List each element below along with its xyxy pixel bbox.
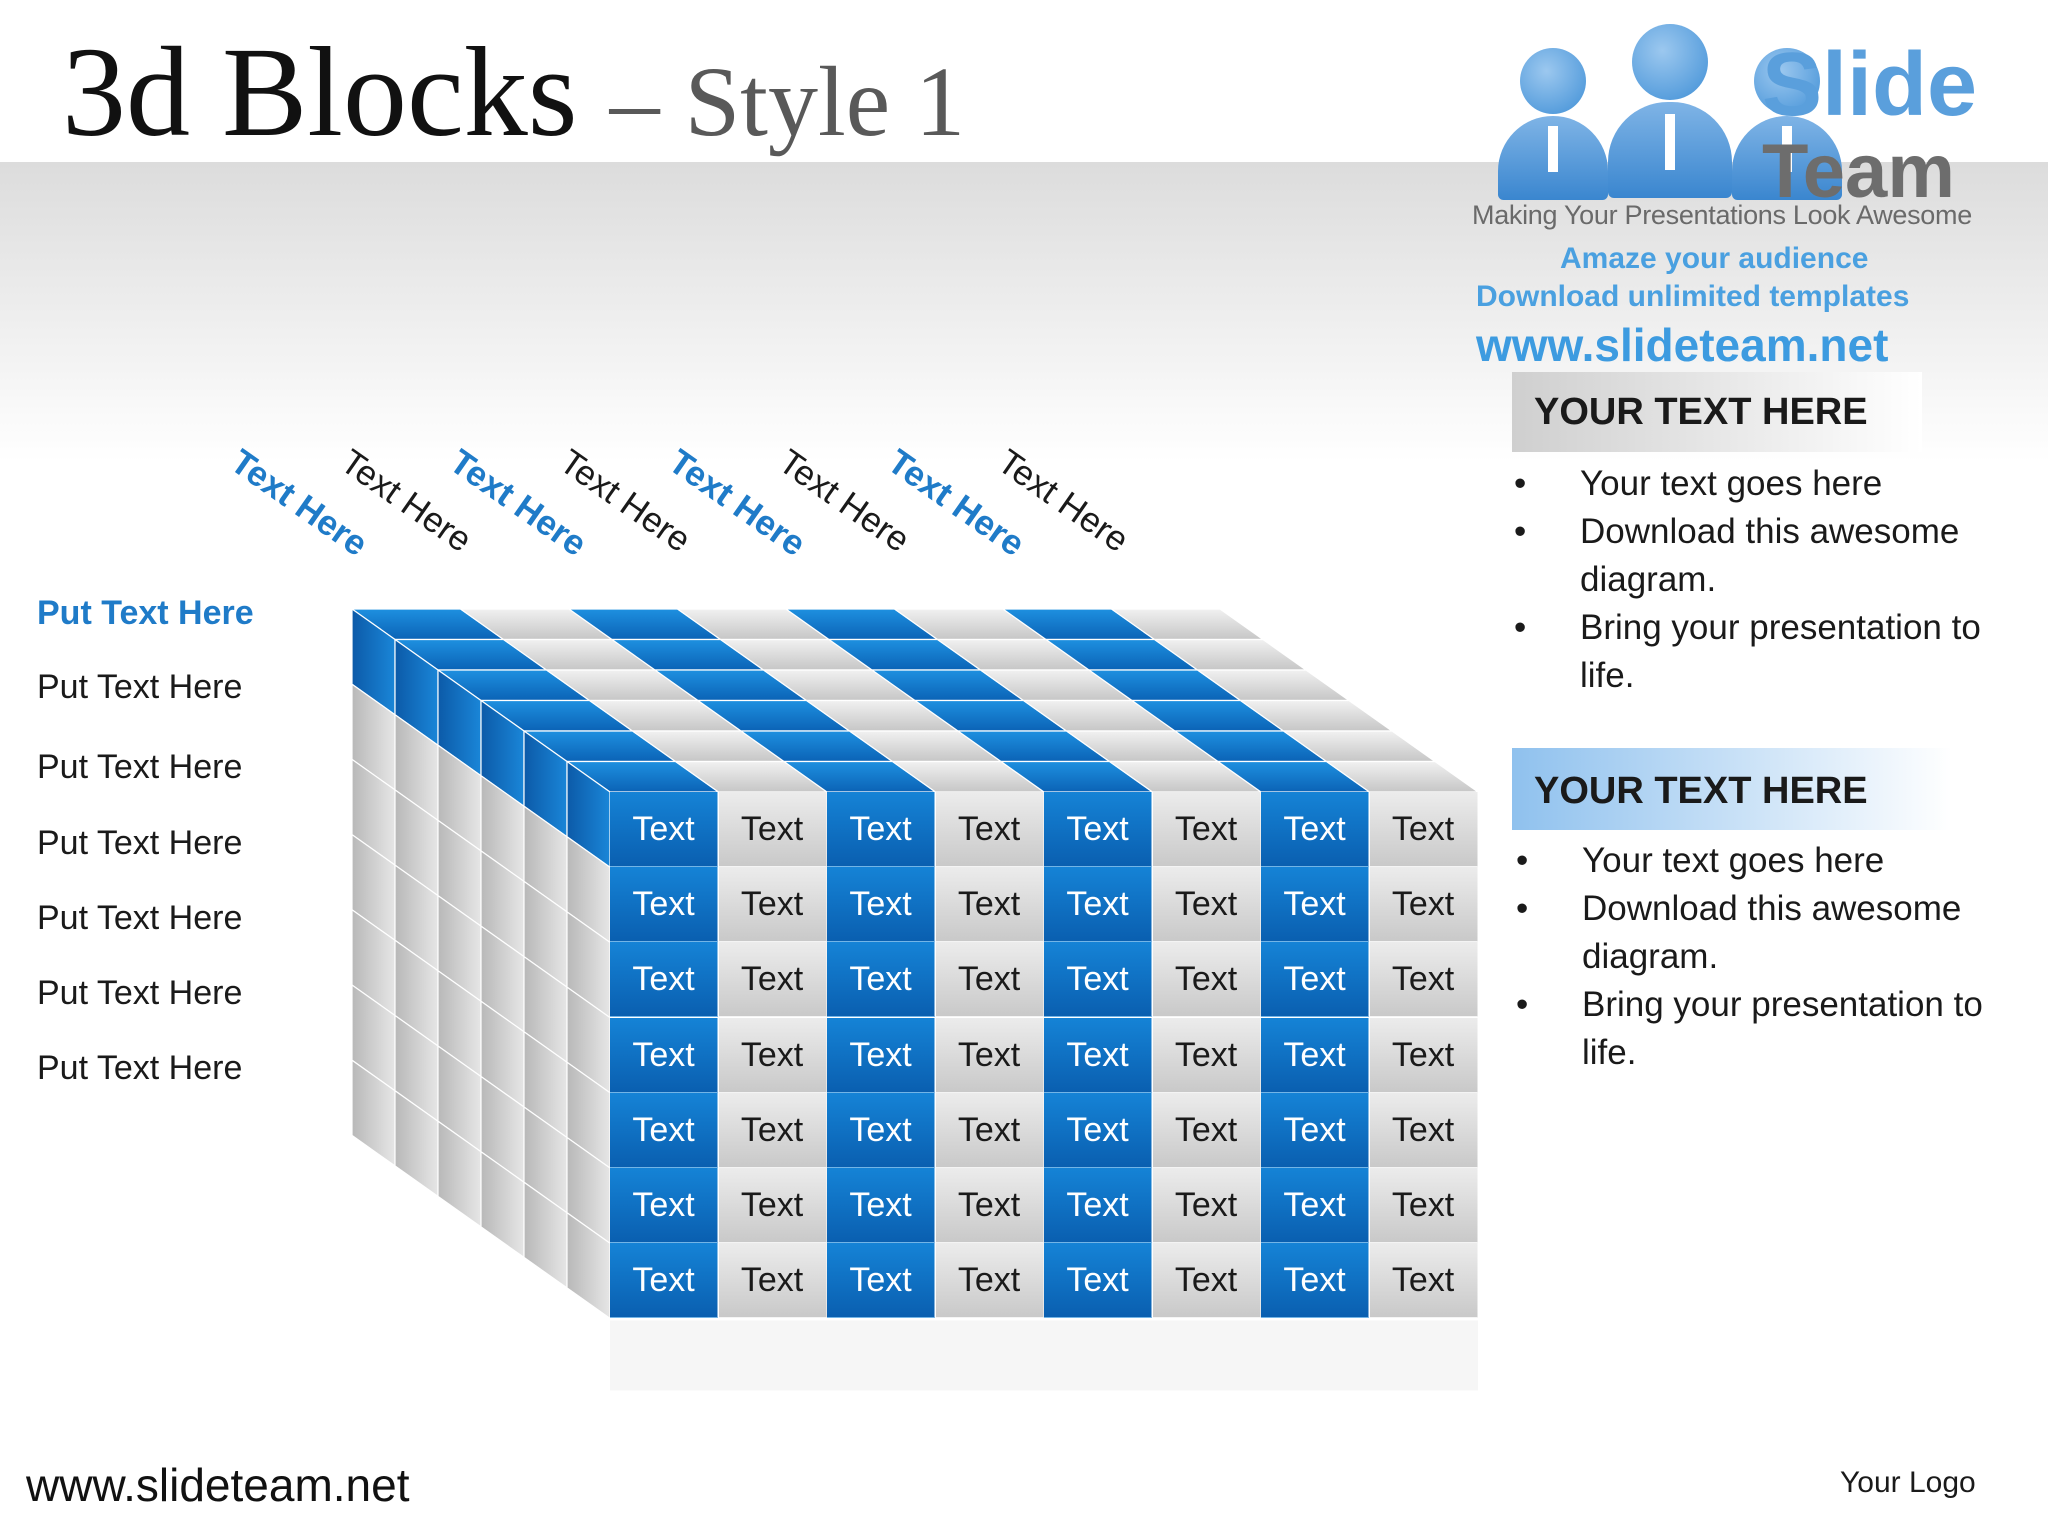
block-cell: Text [610, 1168, 718, 1243]
block-cell: Text [1044, 1243, 1152, 1319]
logo-tagline: Making Your Presentations Look Awesome [1472, 200, 1972, 230]
block-cell: Text [610, 1243, 718, 1319]
row-label: Put Text Here [37, 668, 243, 706]
panel-1-header: YOUR TEXT HERE [1512, 372, 1922, 452]
block-cell: Text [1152, 1092, 1261, 1168]
bullet-item: Your text goes here [1512, 837, 2032, 885]
block-cell: Text [1261, 867, 1369, 943]
bullet-item: Bring your presentation to life. [1512, 981, 2032, 1077]
block-cell: Text [1152, 942, 1261, 1018]
promo-url[interactable]: www.slideteam.net [1476, 319, 1889, 371]
block-cell: Text [827, 1092, 935, 1168]
block-cell: Text [610, 867, 718, 943]
block-cell: Text [718, 942, 827, 1018]
bullet-item: Download this awesome diagram. [1510, 508, 2030, 604]
block-cell: Text [718, 792, 827, 867]
your-logo-placeholder: Your Logo [1840, 1466, 1976, 1499]
title-main: 3d Blocks [62, 21, 578, 163]
block-cell: Text [1369, 1017, 1478, 1093]
block-cell: Text [1261, 1017, 1369, 1093]
row-label: Put Text Here [37, 748, 243, 786]
block-cell: Text [610, 942, 718, 1018]
logo-brand-team: Team [1762, 129, 1955, 214]
bullet-item: Download this awesome diagram. [1512, 885, 2032, 981]
block-cell: Text [1152, 1243, 1261, 1319]
block-cell: Text [1044, 942, 1152, 1018]
block-cell: Text [827, 867, 935, 943]
block-cell: Text [1369, 942, 1478, 1018]
logo-brand-slide: Slide [1762, 35, 1978, 135]
row-label: Put Text Here [37, 1049, 243, 1087]
block-cell: Text [718, 867, 827, 943]
block-cell: Text [1261, 942, 1369, 1018]
block-cell: Text [1369, 1168, 1478, 1243]
block-cell: Text [935, 1243, 1044, 1319]
block-cell: Text [827, 942, 935, 1018]
bullet-item: Your text goes here [1510, 460, 2030, 508]
row-label: Put Text Here [37, 974, 243, 1012]
block-cell: Text [827, 1243, 935, 1319]
reflection [610, 1320, 1478, 1391]
title-sub: – Style 1 [609, 46, 966, 157]
block-cell: Text [1044, 1168, 1152, 1243]
slideteam-logo: Slide Team Making Your Presentations Loo… [1470, 18, 2030, 371]
block-cell: Text [610, 792, 718, 867]
block-cell: Text [1369, 1092, 1478, 1168]
row-label: Put Text Here [37, 824, 243, 862]
block-cell: Text [935, 942, 1044, 1018]
block-cell: Text [1261, 1243, 1369, 1319]
block-cell: Text [1261, 1168, 1369, 1243]
block-cell: Text [718, 1092, 827, 1168]
footer-url[interactable]: www.slideteam.net [26, 1459, 410, 1511]
block-cell: Text [1044, 1017, 1152, 1093]
block-cell: Text [1369, 867, 1478, 943]
block-cell: Text [1044, 792, 1152, 867]
block-cell: Text [935, 1017, 1044, 1093]
person-icon [1732, 48, 1842, 200]
panel-2-header: YOUR TEXT HERE [1512, 748, 1952, 830]
block-cell: Text [1261, 792, 1369, 867]
panel-2-bullets: Your text goes here Download this awesom… [1512, 837, 2032, 1077]
block-cell: Text [1152, 792, 1261, 867]
bullet-item: Bring your presentation to life. [1510, 604, 2030, 700]
block-cell: Text [610, 1017, 718, 1093]
block-cell: Text [718, 1243, 827, 1319]
block-cell: Text [827, 792, 935, 867]
row-label: Put Text Here [37, 594, 254, 632]
block-cell: Text [1152, 1168, 1261, 1243]
block-cell: Text [827, 1017, 935, 1093]
panel-1-bullets: Your text goes here Download this awesom… [1510, 460, 2030, 700]
block-cell: Text [1044, 867, 1152, 943]
block-cell: Text [1152, 1017, 1261, 1093]
promo-line-2: Download unlimited templates [1476, 280, 1910, 313]
person-icon [1498, 48, 1608, 200]
block-cell: Text [718, 1168, 827, 1243]
block-cell: Text [935, 1168, 1044, 1243]
block-cell: Text [718, 1017, 827, 1093]
person-icon [1608, 24, 1732, 198]
row-label: Put Text Here [37, 899, 243, 937]
block-cell: Text [1369, 1243, 1478, 1319]
block-cell: Text [935, 792, 1044, 867]
block-cell: Text [610, 1092, 718, 1168]
block-cell: Text [935, 1092, 1044, 1168]
block-cell: Text [1369, 792, 1478, 867]
promo-line-1: Amaze your audience [1560, 242, 1869, 275]
block-cell: Text [1261, 1092, 1369, 1168]
block-cell: Text [1152, 867, 1261, 943]
block-cell: Text [827, 1168, 935, 1243]
block-cell: Text [935, 867, 1044, 943]
slide-title: 3d Blocks – Style 1 [62, 28, 965, 156]
block-cell: Text [1044, 1092, 1152, 1168]
